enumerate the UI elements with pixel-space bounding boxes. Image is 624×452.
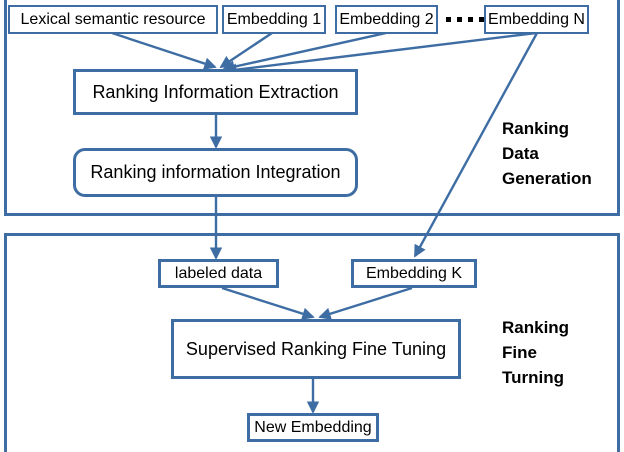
section-label-line: Ranking bbox=[502, 318, 570, 337]
embedding-ellipsis-icon bbox=[446, 17, 484, 22]
node-lexical-semantic-resource[interactable]: Lexical semantic resource bbox=[8, 5, 218, 34]
section-label-line: Generation bbox=[502, 169, 592, 188]
node-embedding-2[interactable]: Embedding 2 bbox=[335, 5, 438, 34]
node-ranking-information-extraction[interactable]: Ranking Information Extraction bbox=[73, 69, 358, 115]
node-embedding-n[interactable]: Embedding N bbox=[484, 5, 589, 34]
node-embedding-k[interactable]: Embedding K bbox=[351, 259, 477, 288]
node-label: labeled data bbox=[174, 264, 263, 282]
node-label: Ranking Information Extraction bbox=[92, 81, 339, 102]
node-label: Embedding K bbox=[365, 264, 463, 282]
node-ranking-information-integration[interactable]: Ranking information Integration bbox=[73, 148, 358, 197]
node-label: Embedding 1 bbox=[226, 10, 322, 28]
section-ranking-fine-turning bbox=[4, 233, 620, 452]
node-supervised-ranking-fine-tuning[interactable]: Supervised Ranking Fine Tuning bbox=[171, 319, 461, 379]
section-label-line: Turning bbox=[502, 368, 564, 387]
section-label-line: Fine bbox=[502, 343, 537, 362]
node-label: Lexical semantic resource bbox=[20, 10, 206, 28]
node-label: New Embedding bbox=[254, 418, 372, 436]
section-label-line: Data bbox=[502, 144, 539, 163]
node-label: Ranking information Integration bbox=[90, 162, 341, 182]
node-embedding-1[interactable]: Embedding 1 bbox=[222, 5, 326, 34]
section-label-ranking-data-generation: Ranking Data Generation bbox=[502, 116, 592, 191]
section-label-ranking-fine-turning: Ranking Fine Turning bbox=[502, 315, 569, 390]
node-new-embedding[interactable]: New Embedding bbox=[247, 413, 379, 442]
section-label-line: Ranking bbox=[502, 119, 570, 138]
node-labeled-data[interactable]: labeled data bbox=[158, 259, 279, 288]
section-ranking-data-generation bbox=[4, 0, 620, 216]
node-label: Embedding 2 bbox=[339, 10, 434, 28]
node-label: Embedding N bbox=[488, 10, 585, 28]
node-label: Supervised Ranking Fine Tuning bbox=[185, 338, 447, 359]
